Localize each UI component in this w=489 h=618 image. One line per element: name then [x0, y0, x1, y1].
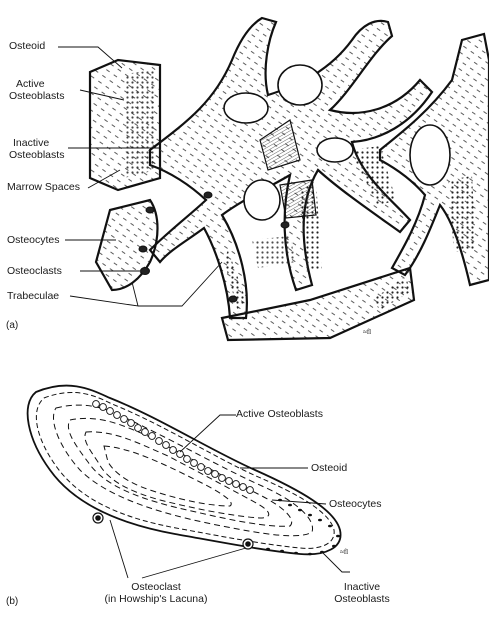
label-inactive-osteoblasts-a-line1: Inactive: [13, 137, 49, 149]
label-osteoclasts-a: Osteoclasts: [7, 265, 62, 277]
label-osteoid-a: Osteoid: [9, 40, 45, 52]
label-active-osteoblasts-a-line1: Active: [16, 78, 45, 90]
trabecular-bone-drawing: ≈fl: [90, 18, 489, 340]
panel-a-tag: (a): [6, 320, 18, 331]
label-osteoid-b: Osteoid: [311, 462, 347, 474]
artist-signature-a: ≈fl: [363, 328, 371, 336]
label-osteocytes-a: Osteocytes: [7, 234, 60, 246]
label-inactive-osteoblasts-b-line1: Inactive: [322, 581, 402, 593]
label-osteoclast-b-line2: (in Howship's Lacuna): [96, 593, 216, 605]
label-osteocytes-b: Osteocytes: [329, 498, 382, 510]
label-trabeculae: Trabeculae: [7, 290, 59, 302]
panel-b-tag: (b): [6, 596, 18, 607]
label-active-osteoblasts-a-line2: Osteoblasts: [9, 90, 64, 102]
label-inactive-osteoblasts-a-line2: Osteoblasts: [9, 149, 64, 161]
artist-signature-b: ≈fl: [340, 548, 348, 556]
label-inactive-osteoblasts-b-line2: Osteoblasts: [322, 593, 402, 605]
label-osteoclast-b-line1: Osteoclast: [96, 581, 216, 593]
label-marrow-spaces: Marrow Spaces: [7, 181, 80, 193]
label-active-osteoblasts-b: Active Osteoblasts: [236, 408, 323, 420]
